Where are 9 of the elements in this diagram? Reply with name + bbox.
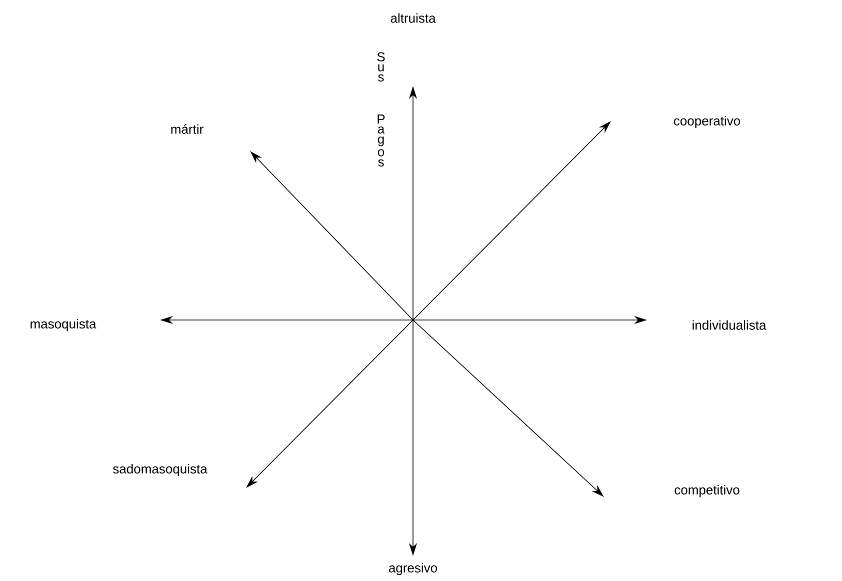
term-label: sadomasoquista xyxy=(113,464,208,476)
term-label: mártir xyxy=(171,124,204,134)
term-label: competitivo xyxy=(674,484,740,498)
vertical-label: Sus Pagos xyxy=(377,52,385,166)
term-label: masoquista xyxy=(30,318,96,332)
term-label: agresivo xyxy=(388,562,438,576)
term-label: altruista xyxy=(390,13,436,23)
term-label: individualista xyxy=(692,320,766,330)
term-label: cooperativo xyxy=(674,116,740,128)
